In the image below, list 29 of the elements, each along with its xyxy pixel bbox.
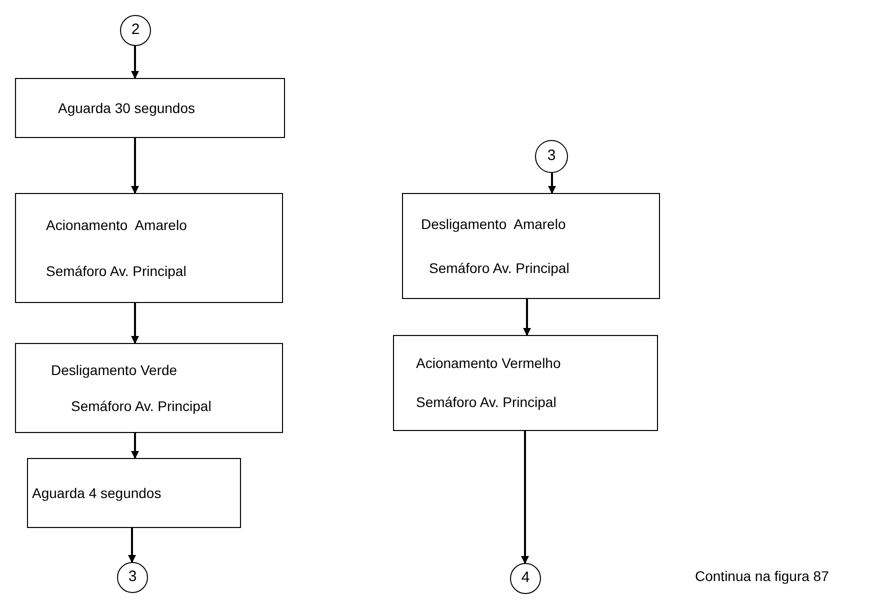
arrow bbox=[131, 46, 139, 79]
process-text: Acionamento Vermelho bbox=[416, 354, 561, 373]
arrow bbox=[131, 138, 139, 194]
process-text: Aguarda 30 segundos bbox=[58, 98, 195, 118]
process-box bbox=[402, 193, 660, 299]
process-text: Semáforo Av. Principal bbox=[71, 396, 212, 416]
connector-number: 3 bbox=[128, 567, 137, 588]
arrow bbox=[131, 303, 139, 344]
process-text: Desligamento Amarelo bbox=[421, 214, 566, 234]
connector-number: 4 bbox=[521, 568, 530, 588]
connector-number: 3 bbox=[547, 146, 556, 166]
arrow bbox=[128, 528, 136, 563]
process-box bbox=[27, 458, 241, 528]
arrow bbox=[548, 173, 556, 194]
process-box bbox=[15, 193, 283, 303]
note-text: Continua na figura 87 bbox=[695, 567, 829, 586]
arrow bbox=[523, 299, 531, 336]
process-text: Aguarda 4 segundos bbox=[32, 484, 162, 503]
process-box bbox=[15, 343, 283, 433]
arrow bbox=[521, 431, 529, 564]
connector-number: 2 bbox=[131, 20, 140, 40]
process-text: Semáforo Av. Principal bbox=[46, 262, 186, 281]
arrow bbox=[131, 433, 139, 459]
process-text: Semáforo Av. Principal bbox=[416, 393, 556, 412]
process-text: Semáforo Av. Principal bbox=[429, 258, 570, 278]
process-text: Desligamento Verde bbox=[51, 360, 178, 380]
process-box bbox=[393, 335, 658, 431]
process-box bbox=[15, 78, 285, 138]
process-text: Acionamento Amarelo bbox=[46, 216, 187, 234]
